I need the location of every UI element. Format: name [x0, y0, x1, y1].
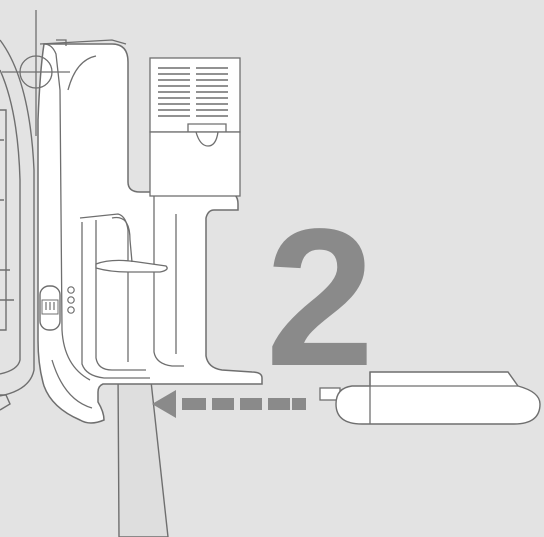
- insertion-arrow-icon: [152, 390, 306, 418]
- battery-pack: [319, 371, 541, 425]
- step-number: 2: [265, 188, 374, 407]
- crosshair-icon: [2, 10, 70, 136]
- trigger: [95, 216, 168, 273]
- wand-tube: [117, 371, 169, 537]
- power-switch: [39, 285, 61, 331]
- handle-contours: [39, 39, 184, 409]
- cyclone-body-left: [0, 39, 35, 411]
- indicator-lights: [67, 286, 75, 314]
- filter-unit: [149, 57, 241, 197]
- handle-body: [37, 43, 263, 424]
